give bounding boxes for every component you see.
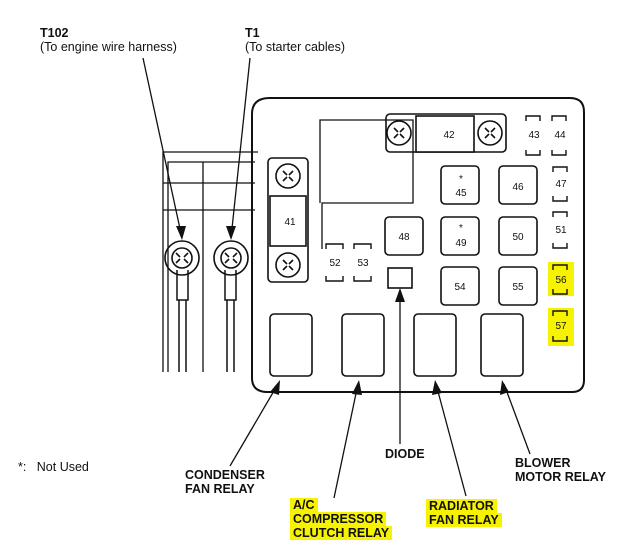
fuse-41 xyxy=(267,157,309,283)
fuse-label-48: 48 xyxy=(398,232,410,243)
terminal-t1-ring xyxy=(213,240,249,276)
fuse-label-54: 54 xyxy=(454,282,466,293)
terminal-t102-ring xyxy=(164,240,200,276)
fuse-label-49: 49 xyxy=(455,238,467,249)
condenser-line1: CONDENSER xyxy=(185,468,265,482)
battery-cables xyxy=(176,270,237,372)
fuse-label-56: 56 xyxy=(555,275,567,286)
fuse-label-52: 52 xyxy=(329,258,341,269)
legend: *: Not Used xyxy=(18,460,89,474)
fuse-label-51: 51 xyxy=(555,225,567,236)
terminal-t102-label: T102 (To engine wire harness) xyxy=(40,26,177,54)
fuse-label-42: 42 xyxy=(443,130,455,141)
fuse-numbers: 42 41 43 44 45 * 46 47 48 49 * 50 51 52 … xyxy=(284,130,567,332)
mini-fuses-highlighted xyxy=(552,264,568,342)
fuse-label-55: 55 xyxy=(512,282,524,293)
diode-socket xyxy=(387,267,413,289)
relay-sockets xyxy=(269,313,524,377)
radiator-line1: RADIATOR xyxy=(426,499,497,513)
terminal-t1-label: T1 (To starter cables) xyxy=(245,26,345,54)
legend-symbol: *: xyxy=(18,460,27,474)
fuse-label-44: 44 xyxy=(554,130,566,141)
square-fuses xyxy=(384,165,538,306)
terminal-t1-desc: (To starter cables) xyxy=(245,40,346,54)
ac-line3: CLUTCH RELAY xyxy=(290,526,393,540)
blower-motor-relay-label: BLOWER MOTOR RELAY xyxy=(515,456,606,484)
radiator-fan-relay-label: RADIATOR FAN RELAY xyxy=(426,499,502,527)
fuse-label-43: 43 xyxy=(528,130,540,141)
terminal-t102-name: T102 xyxy=(40,26,69,40)
fuse-42 xyxy=(385,113,507,153)
terminal-leaders xyxy=(142,57,251,240)
condenser-fan-relay-label: CONDENSER FAN RELAY xyxy=(185,468,265,496)
fuse-box-outline xyxy=(251,97,585,393)
blower-line2: MOTOR RELAY xyxy=(515,470,606,484)
ac-line2: COMPRESSOR xyxy=(290,512,387,526)
ac-line1: A/C xyxy=(290,498,318,512)
ac-compressor-clutch-relay-label: A/C COMPRESSOR CLUTCH RELAY xyxy=(290,498,393,540)
fuse-label-46: 46 xyxy=(512,182,524,193)
condenser-line2: FAN RELAY xyxy=(185,482,255,496)
radiator-line2: FAN RELAY xyxy=(426,513,502,527)
terminal-t102-desc: (To engine wire harness) xyxy=(40,40,177,54)
blower-line1: BLOWER xyxy=(515,456,571,470)
fuse-bracket xyxy=(319,119,414,249)
fuse-49-star: * xyxy=(459,223,463,234)
fuse-label-53: 53 xyxy=(357,258,369,269)
mini-fuses xyxy=(325,115,568,282)
fuse-label-45: 45 xyxy=(455,188,467,199)
fuse-label-41: 41 xyxy=(284,217,296,228)
fuse-label-50: 50 xyxy=(512,232,524,243)
legend-text: Not Used xyxy=(36,460,89,474)
diode-label: DIODE xyxy=(385,447,425,461)
terminal-t1-name: T1 xyxy=(245,26,260,40)
fuse-45-star: * xyxy=(459,174,463,185)
fuse-label-57: 57 xyxy=(555,321,567,332)
fuse-label-47: 47 xyxy=(555,179,567,190)
relay-leaders xyxy=(229,288,531,499)
